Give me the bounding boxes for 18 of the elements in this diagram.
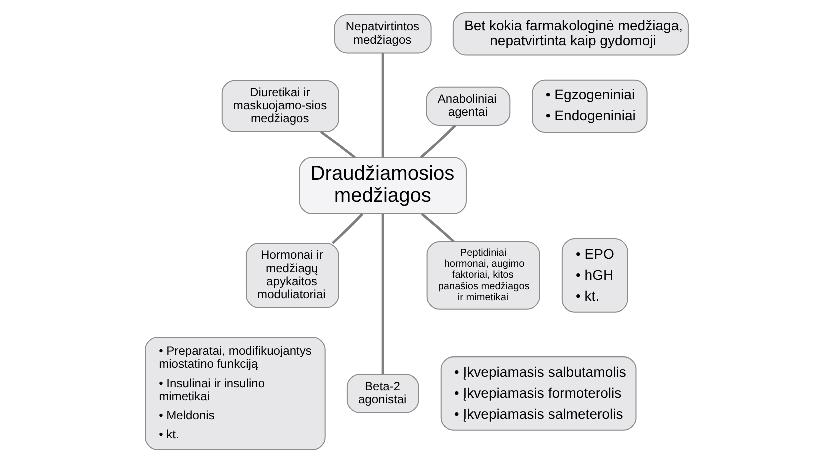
node-box: Bet kokia farmakologinė medžiaga, nepatvirtinta kaip gydomoji: [452, 12, 689, 56]
connector: [421, 212, 455, 242]
connector: [382, 214, 384, 374]
node-box: Diuretikai ir maskuojamo-sios medžiagos: [222, 80, 340, 132]
connector: [382, 52, 384, 157]
node-box: Peptidiniai hormonai, augimo faktoriai, kitos panašios medžiagos ir mimetikai: [426, 241, 540, 310]
connector: [420, 124, 456, 158]
node-box: • Egzogeniniai • Endogeniniai: [532, 79, 648, 133]
node-box: Nepatvirtintos medžiagos: [334, 14, 432, 54]
node-box: Beta-2 agonistai: [346, 374, 420, 413]
node-box: • Preparatai, modifikuojantys miostatino funkciją • Insulinai ir insulino mimetikai • Meldonis • kt.: [145, 336, 326, 450]
connector: [320, 130, 356, 158]
node-box: • EPO • hGH • kt.: [562, 238, 628, 312]
node-box: Draudžiamosios medžiagos: [299, 156, 467, 214]
connector: [332, 212, 364, 244]
node-box: • Įkvepiamasis salbutamolis • Įkvepiamasis formoterolis • Įkvepiamasis salmeterolis: [440, 356, 637, 430]
node-box: Hormonai ir medžiagų apykaitos moduliatoriai: [246, 242, 340, 308]
node-box: Anaboliniai agentai: [426, 86, 511, 126]
